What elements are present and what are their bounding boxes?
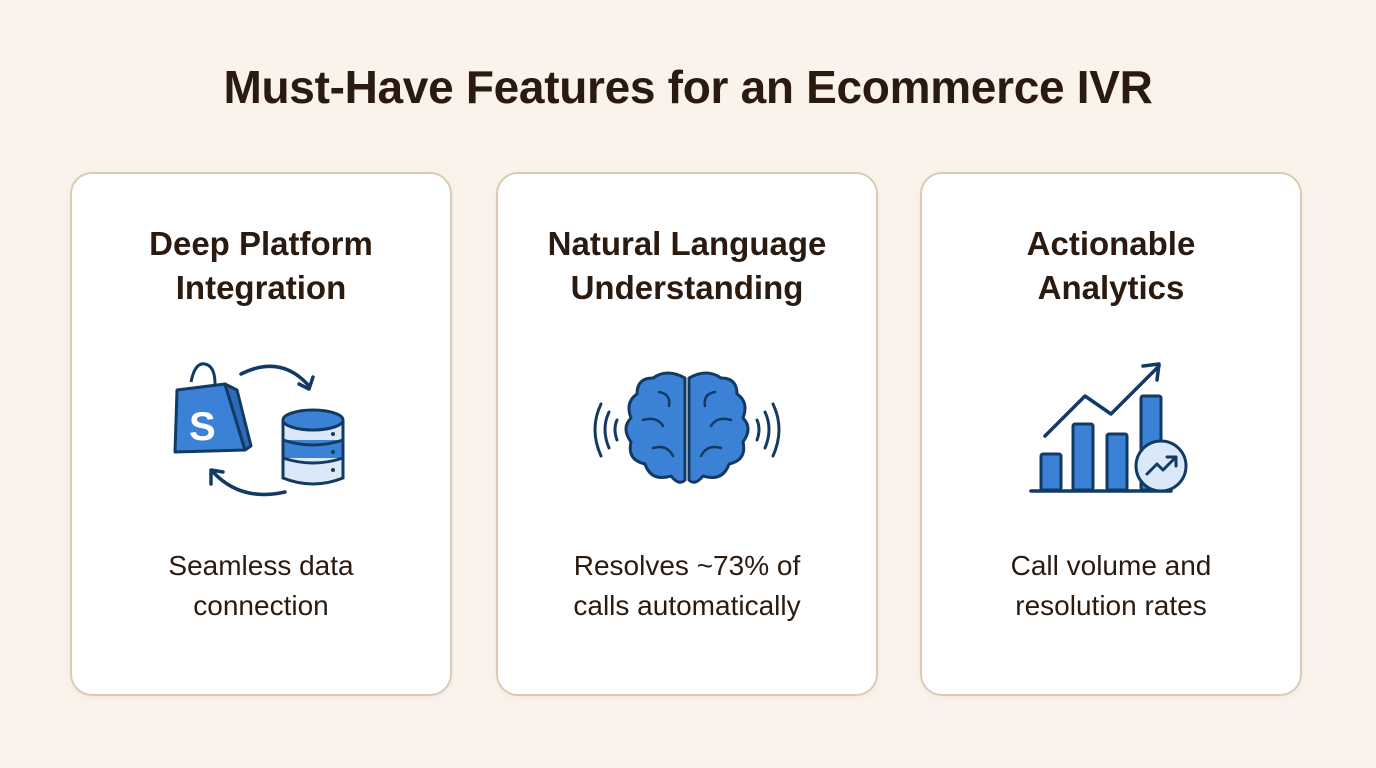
card-title-line: Integration	[175, 269, 347, 306]
card-title-line: Deep Platform	[149, 225, 373, 262]
card-description-line: Call volume and	[1010, 550, 1212, 581]
page-title: Must-Have Features for an Ecommerce IVR	[223, 61, 1153, 113]
bar-chart-trend-icon	[922, 354, 1300, 504]
card-description-line: connection	[193, 590, 329, 621]
shopping-bag-database-sync-icon: S	[72, 354, 450, 504]
card-title-line: Actionable	[1026, 225, 1196, 262]
brain-sound-waves-icon	[498, 354, 876, 504]
card-description: Seamless data connection	[72, 546, 450, 626]
feature-card-natural-language: Natural Language Understanding	[496, 172, 878, 696]
card-title: Deep Platform Integration	[72, 222, 450, 310]
svg-text:S: S	[189, 405, 216, 449]
card-description-line: Resolves ~73% of	[573, 550, 801, 581]
card-description-line: Seamless data	[168, 550, 354, 581]
card-description-line: calls automatically	[573, 590, 801, 621]
card-title-line: Analytics	[1037, 269, 1185, 306]
feature-card-analytics: Actionable Analytics Call volume and res…	[920, 172, 1302, 696]
card-title: Natural Language Understanding	[498, 222, 876, 310]
card-title: Actionable Analytics	[922, 222, 1300, 310]
card-description: Resolves ~73% of calls automatically	[498, 546, 876, 626]
card-title-line: Understanding	[570, 269, 804, 306]
card-description: Call volume and resolution rates	[922, 546, 1300, 626]
feature-card-platform-integration: Deep Platform Integration S	[70, 172, 452, 696]
card-description-line: resolution rates	[1015, 590, 1207, 621]
card-title-line: Natural Language	[547, 225, 827, 262]
